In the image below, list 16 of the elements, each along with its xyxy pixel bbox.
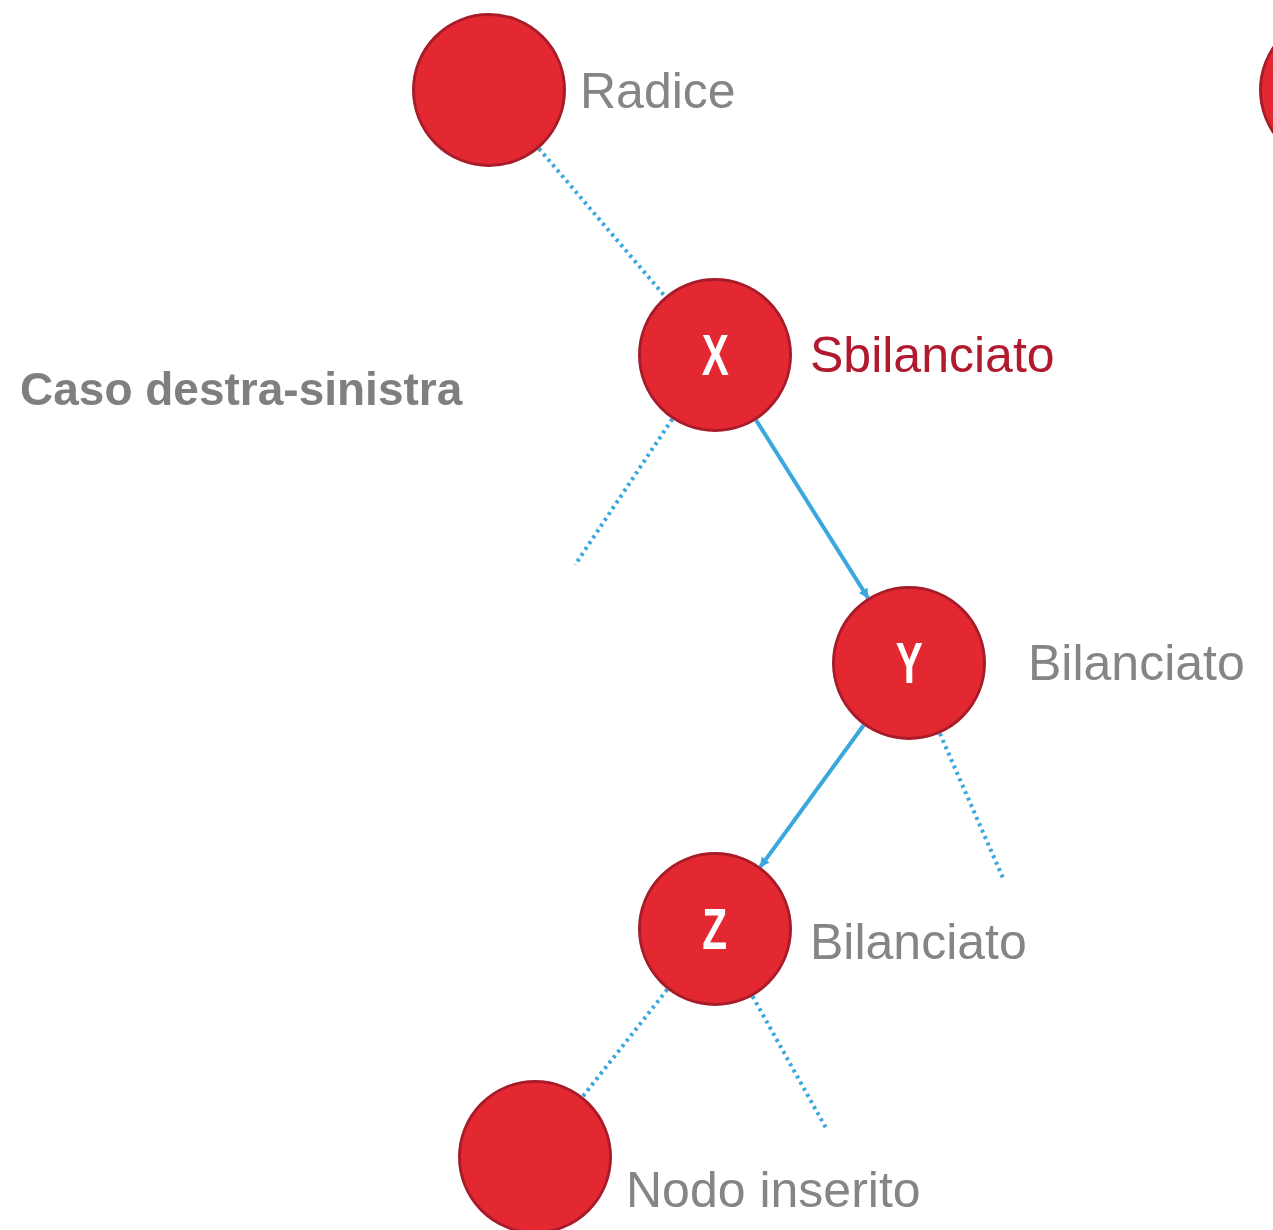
dotted-line [573, 417, 674, 567]
diagram-title: Caso destra-sinistra [20, 362, 463, 416]
dotted-line [938, 732, 1005, 879]
node-caption: Sbilanciato [810, 330, 1055, 380]
node-caption: Bilanciato [1028, 638, 1245, 688]
node-label: Z [702, 900, 728, 958]
node-caption: Nodo inserito [626, 1165, 921, 1215]
dotted-line [581, 988, 669, 1098]
dotted-line [537, 147, 667, 298]
node-caption: Bilanciato [810, 917, 1027, 967]
arrow [758, 724, 866, 868]
dotted-line [750, 995, 828, 1129]
node-caption: Radice [580, 66, 736, 116]
node-label: X [701, 326, 729, 384]
node-label: Y [895, 634, 923, 692]
arrow [754, 419, 870, 599]
